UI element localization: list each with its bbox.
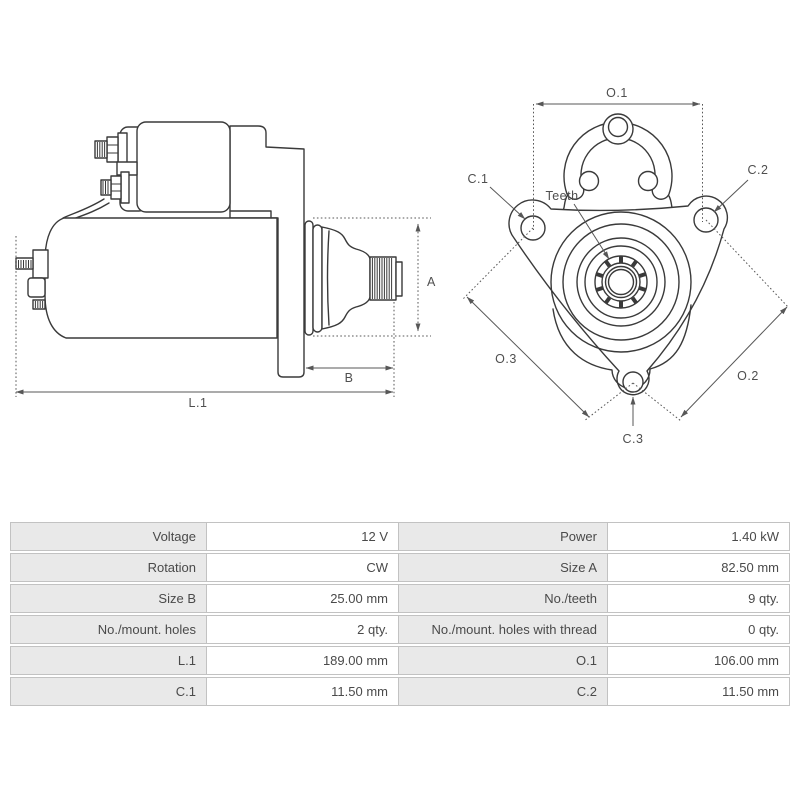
spec-value: CW (206, 554, 398, 581)
spec-value: 25.00 mm (206, 585, 398, 612)
teeth-label: Teeth (545, 189, 578, 203)
spec-value: 11.50 mm (607, 678, 789, 705)
dim-label-c3: C.3 (623, 432, 644, 446)
spec-row-l1-o1: L.1 189.00 mm O.1 106.00 mm (10, 646, 790, 675)
terminal-upper (94, 132, 128, 167)
spec-row-sizeb-teeth: Size B 25.00 mm No./teeth 9 qty. (10, 584, 790, 613)
dim-label-a: A (427, 275, 436, 289)
spec-label: Power (398, 523, 607, 550)
dim-label-o3: O.3 (495, 352, 517, 366)
spec-row-c1-c2: C.1 11.50 mm C.2 11.50 mm (10, 677, 790, 706)
spec-value: 9 qty. (607, 585, 789, 612)
side-view-drawing: A B L.1 (15, 121, 436, 410)
crown-right-hole (637, 170, 659, 192)
spec-row-voltage-power: Voltage 12 V Power 1.40 kW (10, 522, 790, 551)
spec-value: 12 V (206, 523, 398, 550)
rear-terminal (15, 249, 49, 310)
crown-top-hole (607, 116, 629, 138)
technical-drawing: A B L.1 (15, 86, 790, 446)
spec-value: 11.50 mm (206, 678, 398, 705)
spec-label: Voltage (11, 523, 206, 550)
spec-label: Rotation (11, 554, 206, 581)
pinion-shaft (369, 256, 403, 301)
spec-label: No./mount. holes (11, 616, 206, 643)
dim-label-o2: O.2 (737, 369, 759, 383)
front-view-drawing: O.1 O.3 O.2 C.1 C.2 C.3 Teeth (462, 86, 790, 446)
solenoid-crown (560, 113, 676, 214)
spec-value: 0 qty. (607, 616, 789, 643)
spec-label: Size A (398, 554, 607, 581)
spec-row-mount-holes: No./mount. holes 2 qty. No./mount. holes… (10, 615, 790, 644)
spec-table: Voltage 12 V Power 1.40 kW Rotation CW S… (10, 522, 790, 708)
spec-label: L.1 (11, 647, 206, 674)
solenoid-body (136, 121, 231, 213)
flange-hole-c3 (622, 371, 644, 393)
center-boss (550, 211, 692, 390)
spec-value: 106.00 mm (607, 647, 789, 674)
wire-lines (62, 198, 110, 220)
side-view-dimensions: A B L.1 (15, 217, 436, 410)
spec-value: 82.50 mm (607, 554, 789, 581)
spec-value: 2 qty. (206, 616, 398, 643)
spec-label: C.1 (11, 678, 206, 705)
dim-label-o1: O.1 (606, 86, 628, 100)
spec-label: C.2 (398, 678, 607, 705)
spec-value: 1.40 kW (607, 523, 789, 550)
body-top-step (229, 210, 272, 219)
spec-label: No./teeth (398, 585, 607, 612)
spec-label: Size B (11, 585, 206, 612)
front-view-dimensions: O.1 O.3 O.2 C.1 C.2 C.3 Teeth (462, 86, 790, 446)
mounting-bracket (229, 125, 305, 378)
spec-value: 189.00 mm (206, 647, 398, 674)
terminal-lower (100, 171, 130, 204)
spec-label: No./mount. holes with thread (398, 616, 607, 643)
dim-label-b: B (345, 371, 354, 385)
spec-row-rotation-sizea: Rotation CW Size A 82.50 mm (10, 553, 790, 582)
pinion-gear (594, 255, 648, 309)
dim-label-c1: C.1 (468, 172, 489, 186)
drive-end-housing (304, 220, 371, 336)
motor-body (44, 217, 278, 339)
dim-label-c2: C.2 (748, 163, 769, 177)
crown-left-hole (578, 170, 600, 192)
spec-label: O.1 (398, 647, 607, 674)
dim-label-l1: L.1 (189, 396, 208, 410)
